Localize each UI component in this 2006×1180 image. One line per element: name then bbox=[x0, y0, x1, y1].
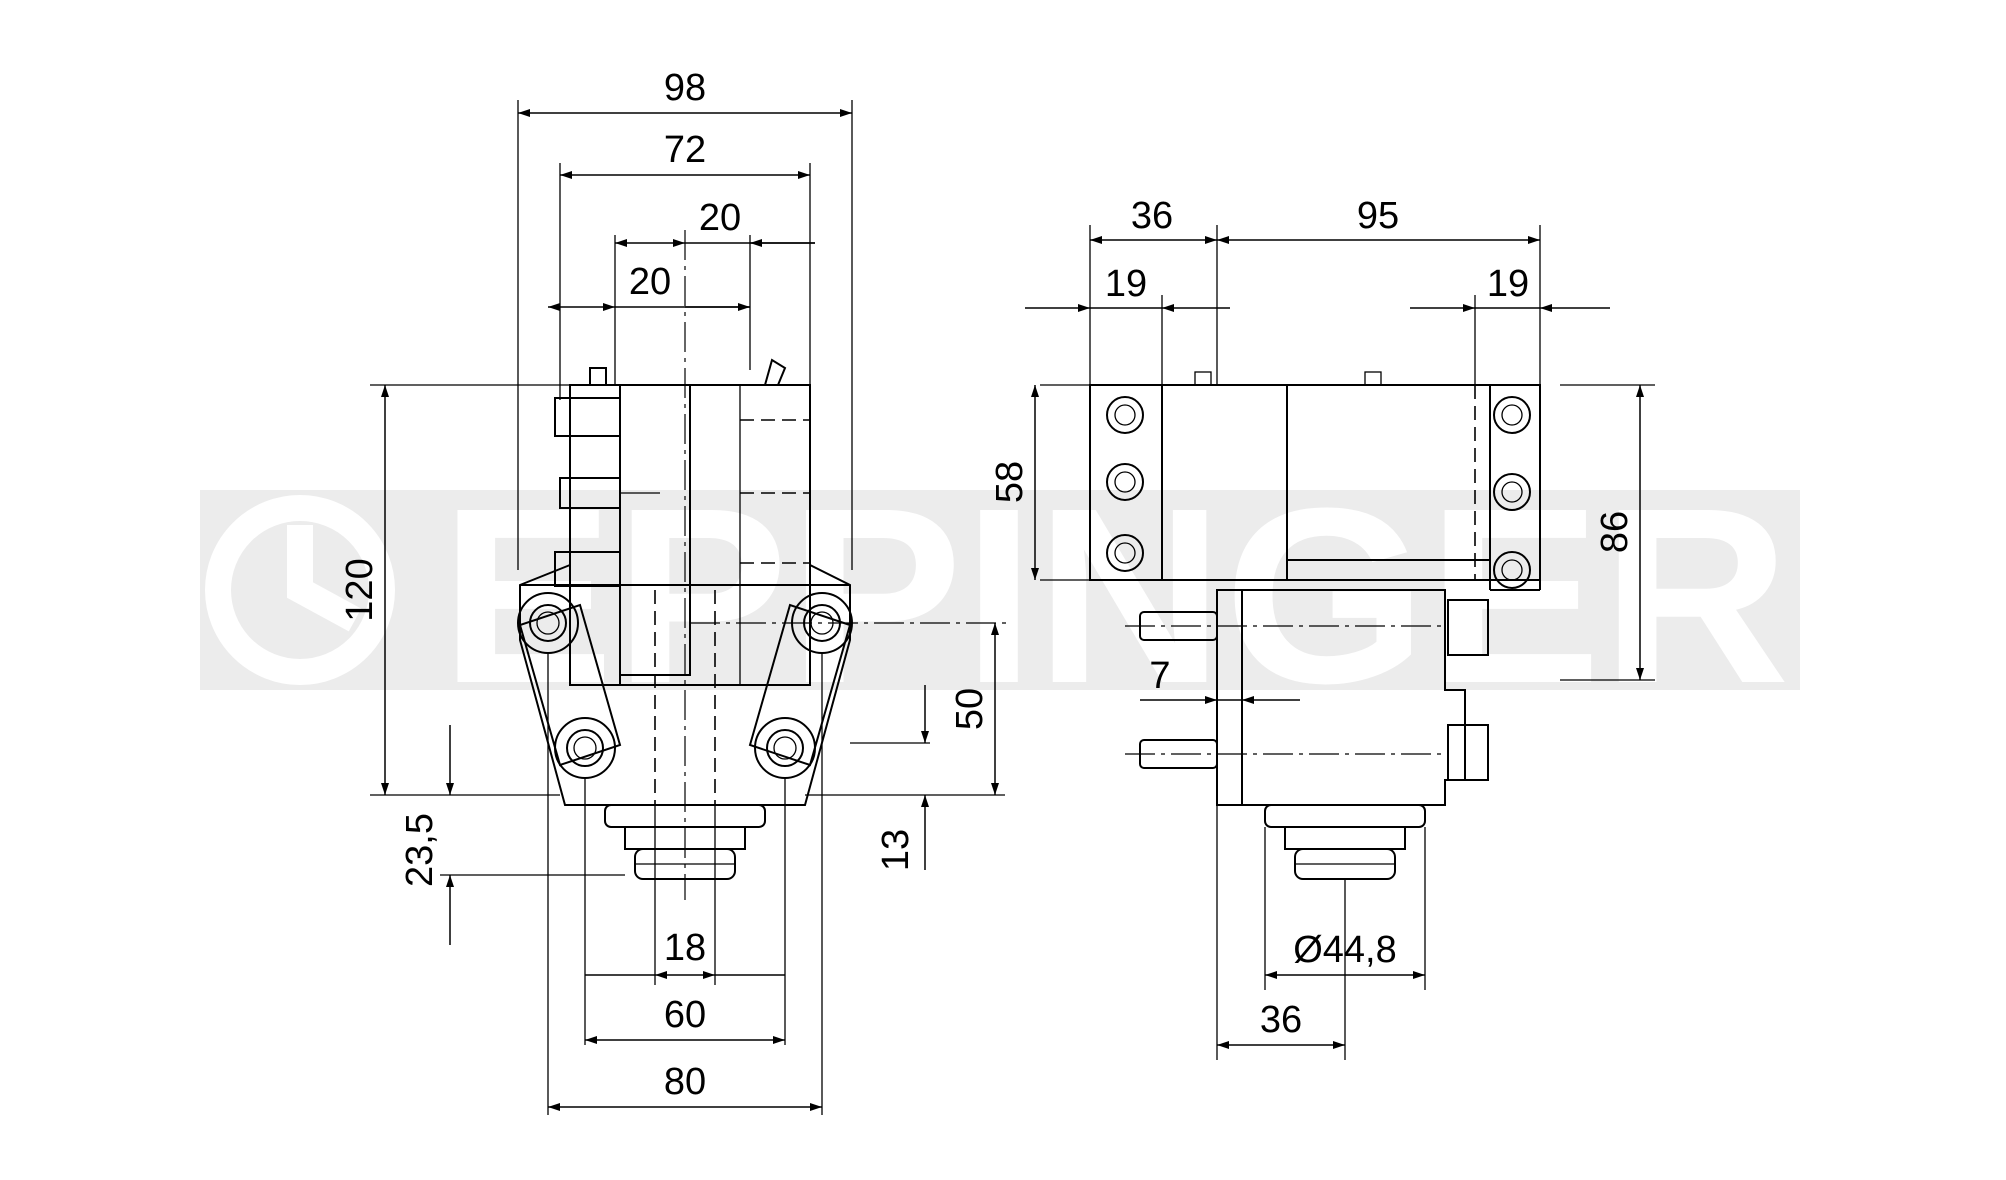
side-view: 36 95 19 19 58 86 7 Ø44,8 36 bbox=[989, 195, 1655, 1060]
dim-front-20-left: 20 bbox=[629, 261, 671, 303]
dim-side-19-right: 19 bbox=[1487, 263, 1529, 305]
dim-front-20-right: 20 bbox=[699, 197, 741, 239]
dim-front-98: 98 bbox=[664, 67, 706, 109]
dim-front-18: 18 bbox=[664, 927, 706, 969]
dim-side-86: 86 bbox=[1594, 511, 1636, 553]
dim-front-50: 50 bbox=[949, 688, 991, 730]
plate-holes-right bbox=[1493, 396, 1531, 589]
port-fittings bbox=[554, 358, 787, 587]
dim-side-36-top: 36 bbox=[1131, 195, 1173, 237]
dim-side-95: 95 bbox=[1357, 195, 1399, 237]
dim-front-23-5: 23,5 bbox=[399, 813, 441, 887]
dim-front-120: 120 bbox=[339, 558, 381, 621]
dim-side-36-bottom: 36 bbox=[1260, 999, 1302, 1041]
front-view: 98 72 20 20 120 50 23,5 13 18 60 80 bbox=[339, 67, 1010, 1115]
dim-side-19-left: 19 bbox=[1105, 263, 1147, 305]
dim-side-44-8: Ø44,8 bbox=[1293, 929, 1397, 971]
dim-front-13: 13 bbox=[875, 829, 917, 871]
dim-side-58: 58 bbox=[989, 461, 1031, 503]
dim-front-80: 80 bbox=[664, 1061, 706, 1103]
watermark-text: EPPINGER bbox=[440, 456, 1790, 735]
dim-front-60: 60 bbox=[664, 994, 706, 1036]
dim-side-7: 7 bbox=[1149, 655, 1170, 697]
dim-front-72: 72 bbox=[664, 129, 706, 171]
plate-holes-left bbox=[1106, 396, 1144, 572]
